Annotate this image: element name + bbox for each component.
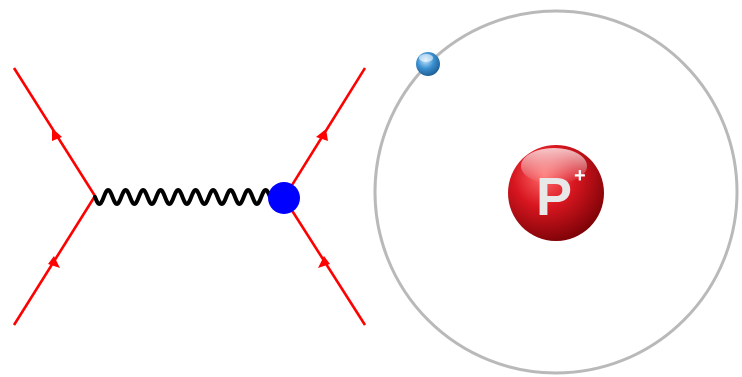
electron — [416, 52, 440, 76]
arrow-up-left-icon — [52, 128, 62, 141]
arrow-up-right-icon — [316, 129, 328, 141]
arrow-up-left-bottom-icon — [48, 256, 60, 268]
proton: P + — [508, 145, 604, 241]
proton-label: P — [536, 167, 572, 227]
proton-charge: + — [574, 165, 586, 187]
arrow-up-right-bottom-icon — [318, 256, 330, 268]
photon-propagator — [93, 187, 272, 207]
feynman-diagram — [12, 67, 367, 326]
vertex-blob — [268, 182, 300, 214]
hydrogen-atom: P + — [373, 9, 739, 375]
electron-orbit — [373, 9, 739, 375]
